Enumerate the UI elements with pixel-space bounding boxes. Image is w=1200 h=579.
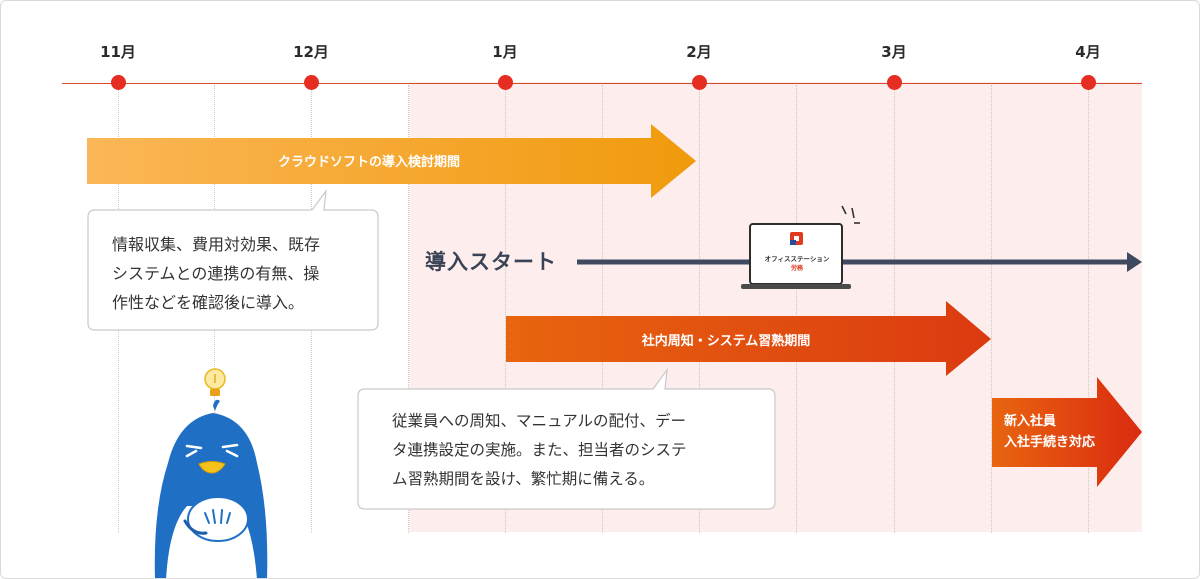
training-note-line-2: タ連携設定の実施。また、担当者のシステ	[392, 441, 687, 459]
start-label: 導入スタート	[425, 250, 557, 274]
month-label-11: 11月	[100, 43, 136, 61]
review-note-line-2: システムとの連携の有無、操	[112, 264, 320, 283]
month-label-4: 4月	[1075, 43, 1101, 61]
training-note-bubble	[357, 367, 776, 510]
review-note-line-1: 情報収集、費用対効果、既存	[112, 235, 321, 254]
month-dot	[303, 75, 319, 90]
laptop-icon	[741, 205, 860, 289]
timeline-axis	[62, 83, 1142, 84]
grid-line	[894, 85, 895, 533]
penguin-mascot-icon	[154, 399, 268, 578]
grid-line	[796, 85, 797, 533]
review-period-arrow	[87, 124, 696, 198]
laptop-product-name: オフィスステーション	[765, 255, 830, 263]
month-dot	[497, 75, 513, 90]
onboarding-label-line-1: 新入社員	[1004, 414, 1057, 429]
training-period-arrow	[506, 301, 991, 376]
month-label-2: 2月	[686, 43, 712, 61]
grid-line	[699, 85, 700, 533]
training-note-line-3: ム習熟期間を設け、繁忙期に備える。	[392, 470, 655, 488]
onboarding-arrow	[992, 377, 1142, 487]
month-dot	[1080, 75, 1096, 90]
month-label-1: 1月	[492, 43, 518, 61]
month-dot	[886, 75, 902, 90]
grid-line	[408, 85, 409, 533]
training-period-label: 社内周知・システム習熟期間	[641, 334, 811, 349]
onboarding-label-line-2: 入社手続き対応	[1004, 435, 1096, 450]
training-note-line-1: 従業員への周知、マニュアルの配付、デー	[392, 412, 687, 430]
grid-line	[602, 85, 603, 533]
month-label-12: 12月	[293, 43, 329, 61]
grid-line	[505, 85, 506, 533]
month-dot	[691, 75, 707, 90]
review-note-text: 情報収集、費用対効果、既存 システムとの連携の有無、操 作性などを確認後に導入。	[112, 230, 320, 317]
review-period-label: クラウドソフトの導入検討期間	[277, 155, 460, 170]
review-note-bubble	[87, 188, 379, 331]
month-dot	[110, 75, 126, 90]
laptop-product-sub: 労務	[791, 264, 804, 272]
month-label-3: 3月	[881, 43, 907, 61]
training-note-text: 従業員への周知、マニュアルの配付、デー タ連携設定の実施。また、担当者のシステ …	[392, 407, 687, 494]
start-line-arrowhead	[1127, 252, 1142, 272]
grid-line	[991, 85, 992, 533]
onboarding-label: 新入社員 入社手続き対応	[1004, 411, 1095, 453]
lightbulb-icon	[204, 368, 226, 396]
review-note-line-3: 作性などを確認後に導入。	[112, 293, 305, 312]
grid-line	[1088, 85, 1089, 533]
